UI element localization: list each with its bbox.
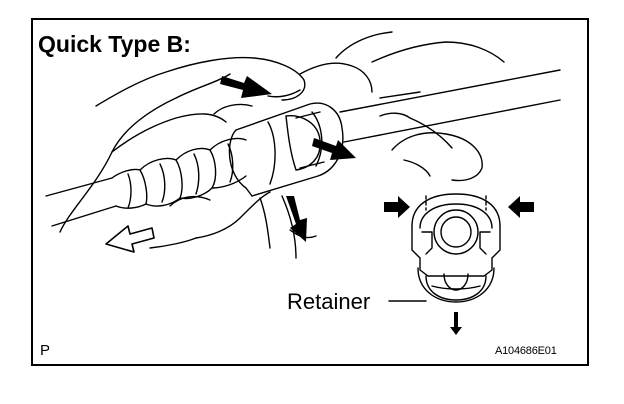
push-arrow-icon [384, 196, 410, 218]
figure-title: Quick Type B: [38, 31, 191, 57]
figure-frame [31, 18, 589, 366]
quick-connector [228, 102, 344, 197]
corner-label: P [40, 342, 51, 359]
pull-arrow-icon [105, 225, 155, 253]
thumb [259, 195, 317, 259]
fuel-pipe [339, 69, 561, 143]
retainer-label: Retainer [287, 289, 371, 314]
push-arrow-icon [312, 138, 356, 160]
right-hand [299, 31, 505, 182]
release-arrow-icon [286, 196, 307, 242]
push-arrow-icon [220, 76, 272, 98]
figure-code: A104686E01 [495, 345, 557, 357]
retainer-detail [411, 193, 501, 303]
fuel-hose [45, 137, 247, 227]
left-hand [59, 56, 306, 249]
release-arrow-icon [450, 312, 462, 335]
push-arrow-icon [508, 196, 534, 218]
